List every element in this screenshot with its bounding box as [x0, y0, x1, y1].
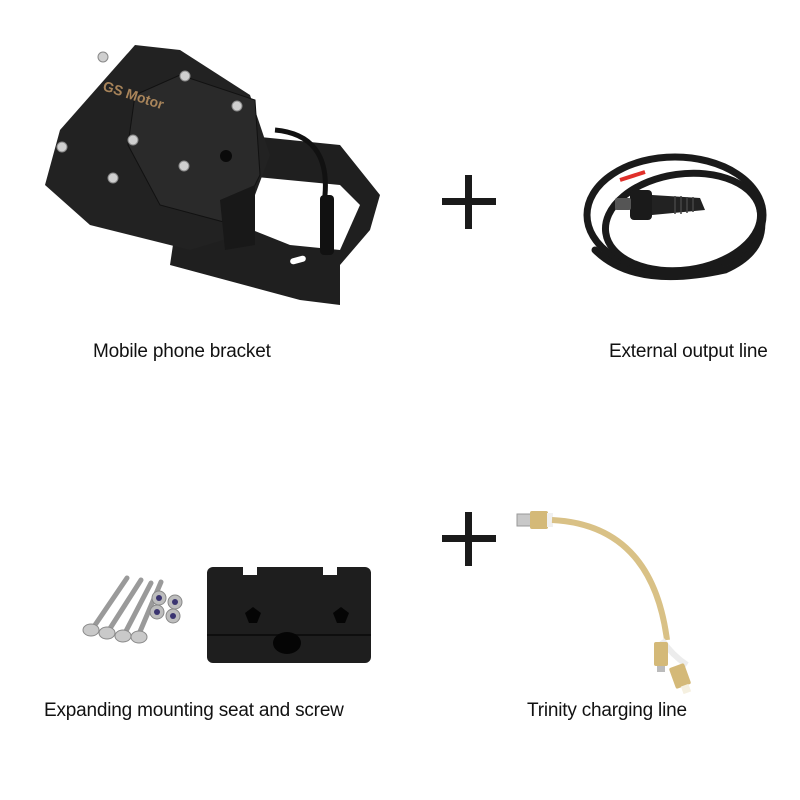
phone-bracket-image: GS Motor [40, 35, 390, 320]
item-label-charging-line: Trinity charging line [527, 700, 687, 721]
output-cable-image [575, 140, 775, 290]
item-label-phone-bracket: Mobile phone bracket [93, 341, 271, 362]
screws-image [75, 570, 190, 645]
item-label-output-line: External output line [609, 341, 768, 362]
item-label-mounting-seat: Expanding mounting seat and screw [44, 700, 344, 721]
mounting-seat-image [205, 565, 373, 665]
plus-icon [442, 512, 496, 566]
plus-icon [442, 175, 496, 229]
charging-cable-image [512, 505, 712, 700]
